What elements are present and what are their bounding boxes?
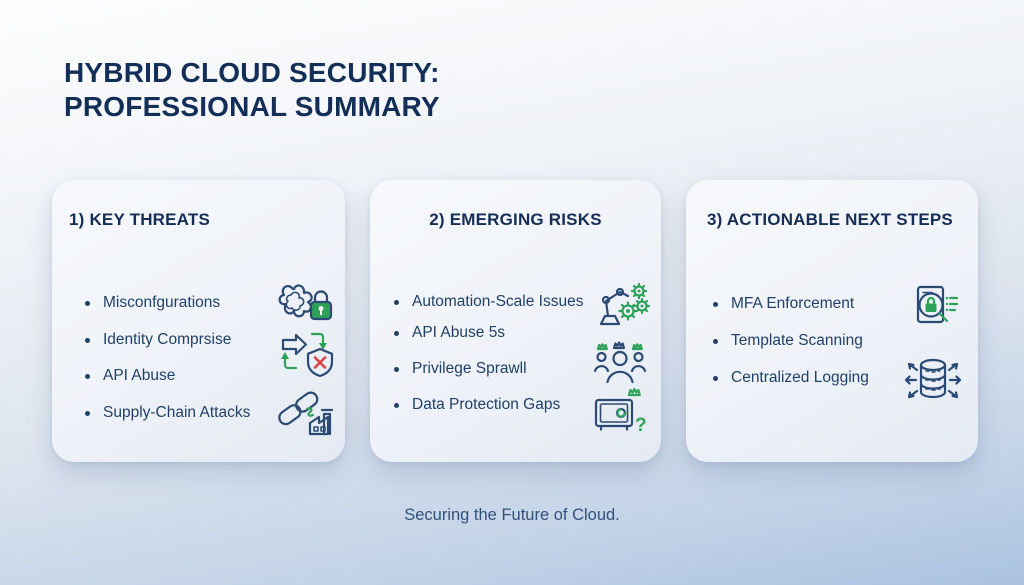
list-item: Misconfgurations — [85, 293, 220, 313]
bullet-dot — [713, 338, 718, 344]
list-item-label: Identity Comprsise — [103, 331, 232, 348]
list-item: Centralized Logging — [713, 368, 869, 388]
list-item-label: API Abuse — [103, 367, 176, 384]
bullet-dot — [394, 299, 399, 305]
robot-gears-icon — [595, 282, 651, 331]
card-heading: 1) KEY THREATS — [69, 210, 211, 229]
page-title: HYBRID CLOUD SECURITY: PROFESSIONAL SUMM… — [64, 56, 440, 124]
svg-text:?: ? — [635, 415, 647, 434]
bullet-dot — [394, 330, 399, 336]
bullet-dot — [85, 300, 90, 306]
list-item: Automation-Scale Issues — [394, 292, 583, 312]
database-sync-icon — [903, 355, 963, 412]
scan-lock-doc-icon — [910, 284, 964, 341]
card-next-steps: 3) ACTIONABLE NEXT STEPS MFA Enforcement… — [686, 180, 978, 462]
cycle-shield-x-icon — [279, 328, 337, 385]
list-item: MFA Enforcement — [713, 294, 854, 314]
list-item: Supply-Chain Attacks — [85, 403, 250, 423]
list-item-label: Supply-Chain Attacks — [103, 404, 251, 421]
list-item: Privilege Sprawll — [394, 359, 527, 379]
footer-tagline: Securing the Future of Cloud. — [404, 506, 620, 524]
card-heading: 2) EMERGING RISKS — [429, 210, 602, 229]
bullet-dot — [394, 402, 399, 408]
bullet-dot — [85, 337, 90, 343]
list-item: Identity Comprsise — [85, 330, 231, 350]
list-item-label: Data Protection Gaps — [412, 396, 561, 413]
chain-factory-icon — [276, 388, 338, 441]
safe-question-icon: ? — [593, 386, 649, 439]
card-heading: 3) ACTIONABLE NEXT STEPS — [707, 210, 953, 229]
list-item-label: API Abuse 5s — [412, 324, 506, 341]
card-key-threats: 1) KEY THREATS Misconfgurations Identity… — [52, 180, 345, 462]
page-title-line2: PROFESSIONAL SUMMARY — [64, 91, 440, 122]
page-title-line1: HYBRID CLOUD SECURITY: — [64, 57, 440, 88]
card-emerging-risks: 2) EMERGING RISKS Automation-Scale Issue… — [370, 180, 661, 462]
bullet-dot — [394, 366, 399, 372]
bullet-dot — [713, 301, 718, 307]
list-item-label: Automation-Scale Issues — [412, 293, 584, 310]
bullet-dot — [85, 410, 90, 416]
list-item-label: Template Scanning — [731, 332, 863, 349]
list-item: Data Protection Gaps — [394, 395, 560, 415]
bullet-dot — [713, 375, 718, 381]
list-item-label: Privilege Sprawll — [412, 360, 527, 377]
list-item-label: MFA Enforcement — [731, 295, 855, 312]
bullet-dot — [85, 373, 90, 379]
list-item-label: Misconfgurations — [103, 294, 221, 311]
list-item: API Abuse — [85, 366, 175, 386]
crowned-people-icon — [593, 340, 647, 391]
tangle-lock-icon — [278, 280, 336, 331]
list-item-label: Centralized Logging — [731, 369, 869, 386]
list-item: Template Scanning — [713, 331, 863, 351]
list-item: API Abuse 5s — [394, 323, 505, 343]
